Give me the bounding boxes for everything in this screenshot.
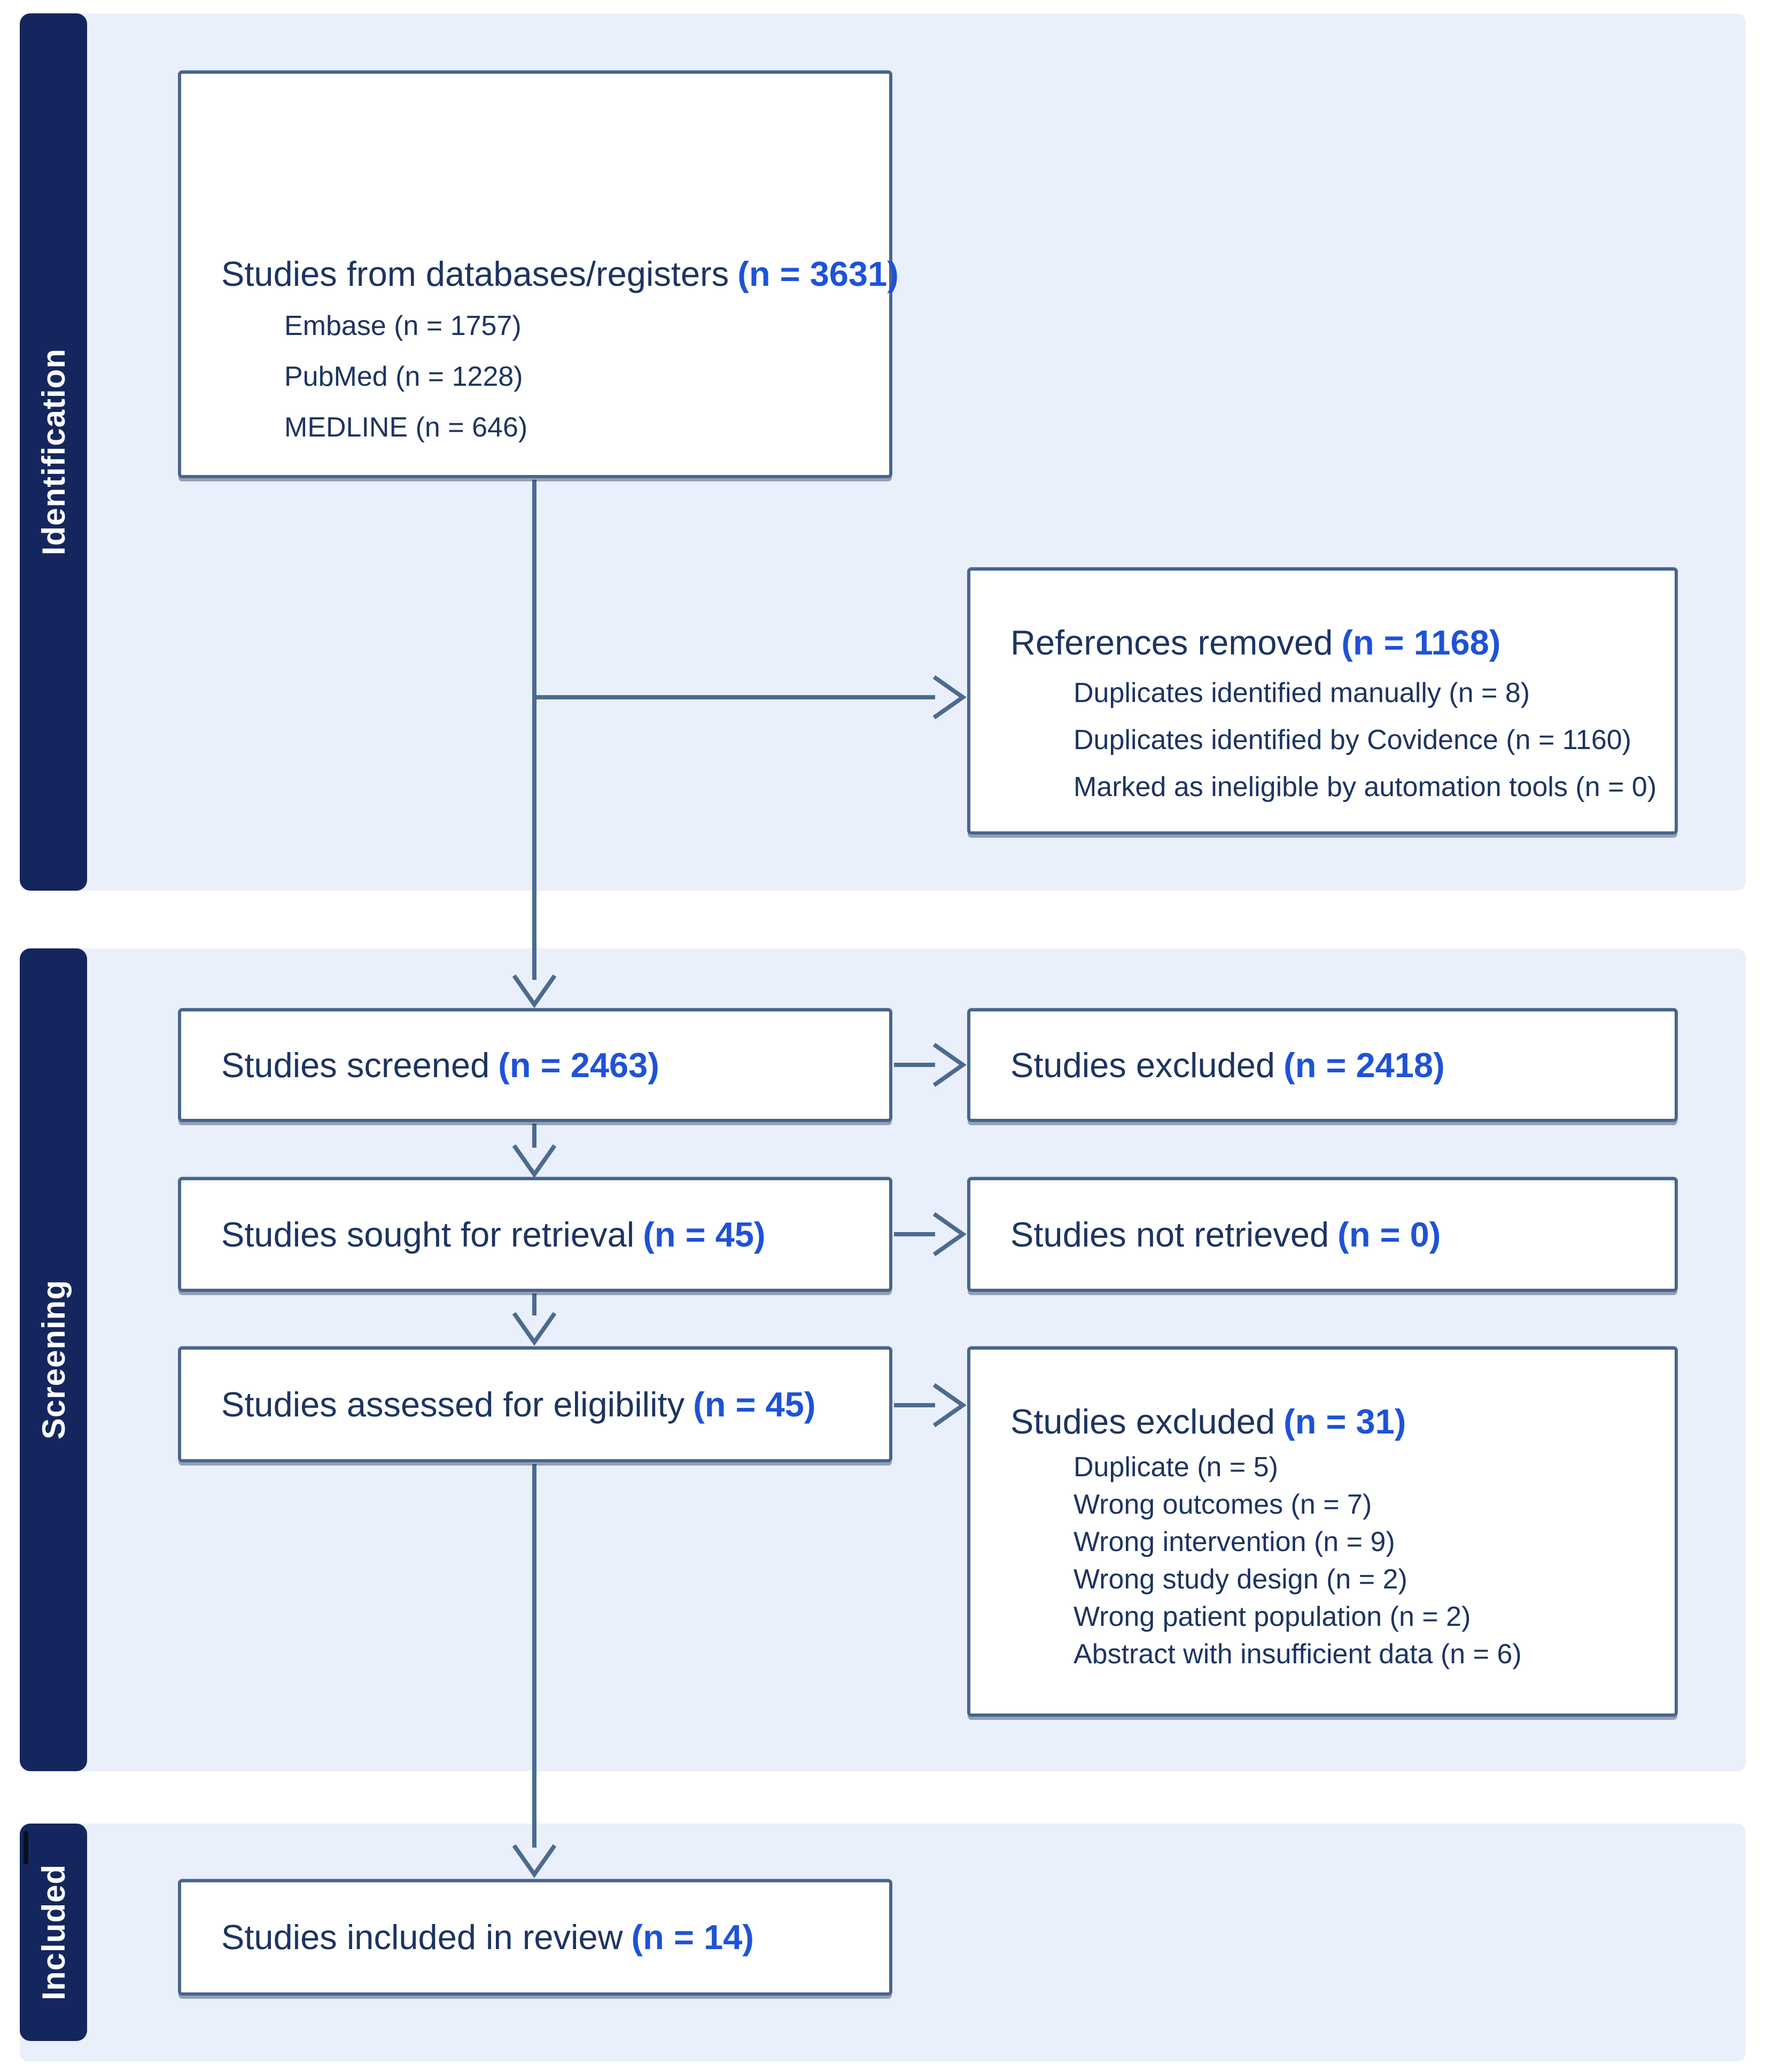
box-title: Studies included in review	[221, 1918, 623, 1957]
studies-sought-retrieval-box: Studies sought for retrieval(n = 45)	[178, 1177, 892, 1292]
box-item: Marked as ineligible by automation tools…	[1073, 772, 1657, 803]
box-title: Studies excluded	[1010, 1045, 1275, 1085]
screening-sidebar-label: Screening	[35, 1280, 72, 1440]
box-title-line: Studies assessed for eligibility(n = 45)	[221, 1383, 815, 1426]
identification-sidebar-bar: Identification	[20, 13, 87, 891]
box-title-line: Studies excluded(n = 2418)	[1010, 1044, 1445, 1087]
screening-sidebar-bar: Screening	[20, 948, 87, 1771]
box-title: Studies from databases/registers	[221, 254, 729, 293]
included-sidebar-bar: Included	[20, 1824, 87, 2041]
box-title: References removed	[1010, 623, 1333, 662]
box-title-line: References removed(n = 1168)	[1010, 621, 1675, 664]
box-title: Studies excluded	[1010, 1402, 1275, 1441]
box-item: Wrong study design (n = 2)	[1073, 1564, 1407, 1595]
studies-excluded-eligibility-box: Studies excluded(n = 31) Duplicate (n = …	[967, 1346, 1678, 1717]
box-item: Duplicates identified by Covidence (n = …	[1073, 725, 1631, 755]
box-count: (n = 31)	[1283, 1402, 1406, 1441]
box-item: PubMed (n = 1228)	[284, 361, 523, 392]
box-count: (n = 2418)	[1283, 1045, 1445, 1085]
box-title: Studies assessed for eligibility	[221, 1384, 685, 1424]
box-title: Studies sought for retrieval	[221, 1214, 635, 1254]
box-title-line: Studies sought for retrieval(n = 45)	[221, 1213, 766, 1256]
box-item: Duplicate (n = 5)	[1073, 1452, 1278, 1483]
box-title: Studies screened	[221, 1045, 490, 1085]
databases-registers-box: Studies from databases/registers(n = 363…	[178, 71, 899, 478]
box-title: Studies not retrieved	[1010, 1214, 1329, 1254]
box-count: (n = 3631)	[737, 254, 899, 293]
box-title-line: Studies not retrieved(n = 0)	[1010, 1213, 1441, 1256]
box-count: (n = 45)	[693, 1384, 816, 1424]
box-count: (n = 0)	[1337, 1214, 1441, 1254]
included-sidebar-label: Included	[35, 1864, 72, 2000]
box-item: MEDLINE (n = 646)	[284, 412, 528, 443]
identification-sidebar-label: Identification	[35, 348, 72, 556]
studies-excluded-screening-box: Studies excluded(n = 2418)	[967, 1008, 1678, 1122]
box-count: (n = 2463)	[498, 1045, 659, 1085]
box-item: Embase (n = 1757)	[284, 310, 522, 341]
references-removed-box: References removed(n = 1168) Duplicates …	[967, 567, 1678, 835]
box-item: Duplicates identified manually (n = 8)	[1073, 677, 1530, 708]
stray-mark	[24, 1831, 28, 1864]
studies-included-review-box: Studies included in review(n = 14)	[178, 1879, 892, 1996]
box-title-line: Studies excluded(n = 31)	[1010, 1400, 1675, 1443]
box-item: Abstract with insufficient data (n = 6)	[1073, 1639, 1522, 1670]
box-title-line: Studies from databases/registers(n = 363…	[221, 253, 899, 295]
box-count: (n = 1168)	[1341, 623, 1501, 662]
studies-assessed-eligibility-box: Studies assessed for eligibility(n = 45)	[178, 1346, 892, 1462]
box-title-line: Studies included in review(n = 14)	[221, 1916, 754, 1959]
box-item: Wrong outcomes (n = 7)	[1073, 1489, 1372, 1520]
studies-not-retrieved-box: Studies not retrieved(n = 0)	[967, 1177, 1678, 1292]
box-count: (n = 45)	[643, 1214, 766, 1254]
box-item: Wrong patient population (n = 2)	[1073, 1601, 1471, 1632]
box-item: Wrong intervention (n = 9)	[1073, 1526, 1395, 1557]
box-title-line: Studies screened(n = 2463)	[221, 1044, 659, 1087]
box-count: (n = 14)	[631, 1918, 754, 1957]
studies-screened-box: Studies screened(n = 2463)	[178, 1008, 892, 1122]
